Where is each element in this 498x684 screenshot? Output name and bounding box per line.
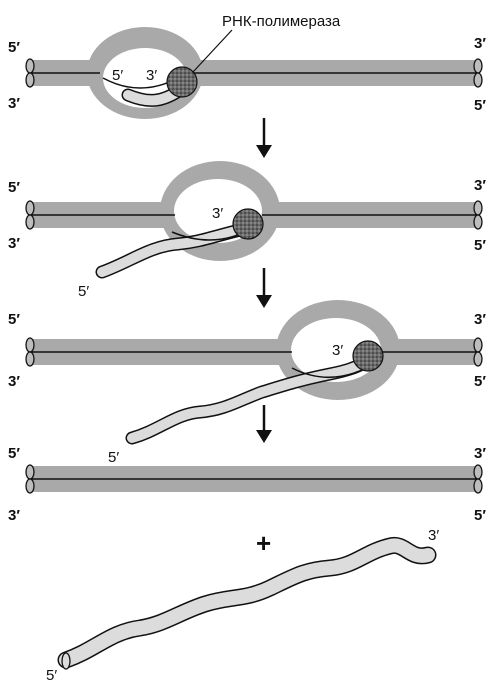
rna-polymerase <box>233 209 263 239</box>
end-label: 5′ <box>474 507 486 524</box>
end-label: 5′ <box>474 373 486 390</box>
end-label: 5′ <box>8 311 20 328</box>
step-2: 5′ 3′ 3′ 5′ 5′ 3′ <box>8 161 486 300</box>
rna-transcript <box>132 362 366 438</box>
rna-end-label: 3′ <box>428 527 439 544</box>
rna-polymerase <box>167 67 197 97</box>
end-label: 3′ <box>474 35 486 52</box>
end-label: 3′ <box>8 235 20 252</box>
end-label: 3′ <box>8 507 20 524</box>
rna-end-label: 5′ <box>108 449 119 466</box>
dna-end-cap <box>26 465 34 479</box>
end-label: 5′ <box>8 39 20 56</box>
end-label: 3′ <box>8 95 20 112</box>
down-arrow <box>256 268 272 308</box>
end-label: 5′ <box>8 179 20 196</box>
rna-end-label: 3′ <box>146 67 157 84</box>
end-label: 5′ <box>474 97 486 114</box>
end-label: 3′ <box>8 373 20 390</box>
step-1: РНК-полимераза 5′ 3′ 3′ 5′ 5′ 3′ <box>8 13 486 119</box>
end-label: 3′ <box>474 445 486 462</box>
dna-end-cap <box>26 59 34 73</box>
rna-end-label: 3′ <box>212 205 223 222</box>
step-4: 5′ 3′ 3′ 5′ + 5′ 3′ <box>8 445 486 684</box>
rna-end-label: 3′ <box>332 342 343 359</box>
enzyme-label: РНК-полимераза <box>222 13 341 30</box>
end-label: 5′ <box>474 237 486 254</box>
step-3: 5′ 3′ 3′ 5′ 5′ 3′ <box>8 300 486 466</box>
rna-end-label: 5′ <box>78 283 89 300</box>
down-arrow <box>256 405 272 443</box>
down-arrow <box>256 118 272 158</box>
plus-sign: + <box>256 528 271 558</box>
end-label: 3′ <box>474 311 486 328</box>
rna-polymerase <box>353 341 383 371</box>
dna-end-cap <box>26 338 34 352</box>
end-label: 5′ <box>8 445 20 462</box>
rna-transcript-free <box>66 545 428 660</box>
end-label: 3′ <box>474 177 486 194</box>
rna-end-label: 5′ <box>46 667 57 684</box>
dna-end-cap <box>26 201 34 215</box>
rna-end-label: 5′ <box>112 67 123 84</box>
